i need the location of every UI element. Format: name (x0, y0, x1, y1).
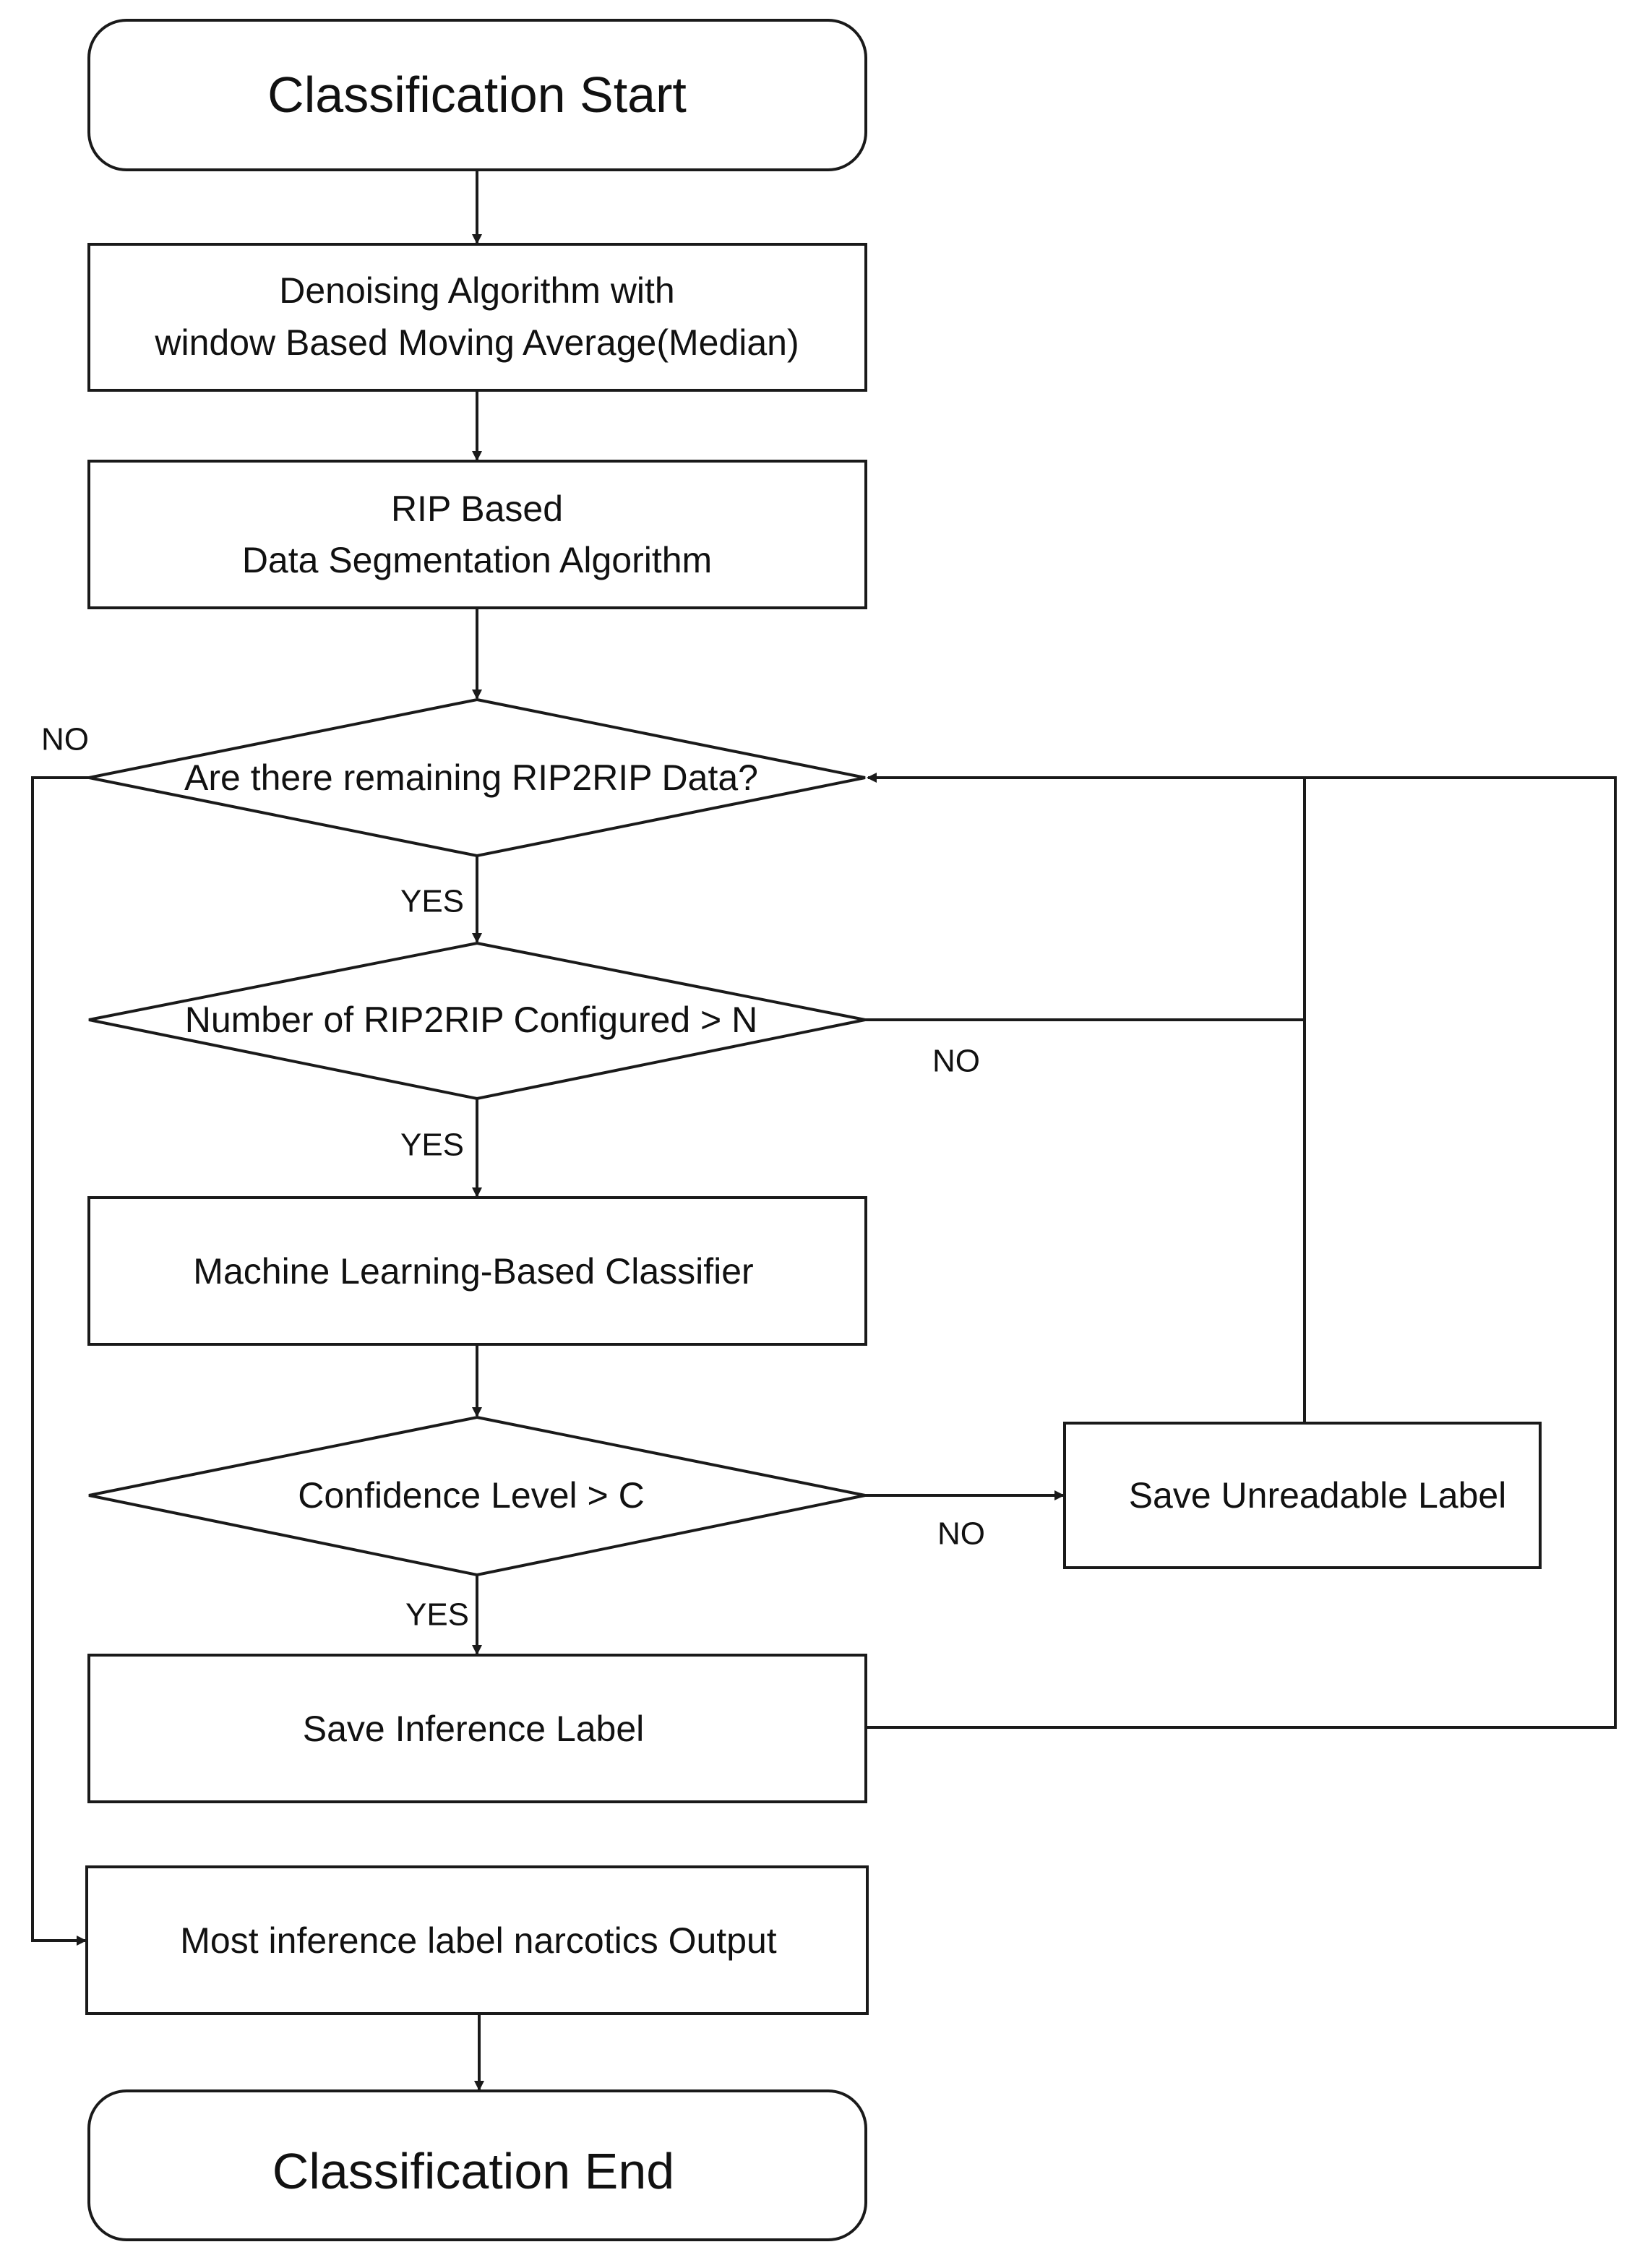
start-label: Classification Start (267, 66, 687, 123)
classifier-process: Machine Learning-Based Classifier (87, 1196, 867, 1346)
confidence-yes-label: YES (405, 1597, 469, 1633)
confidence-no-label: NO (937, 1516, 985, 1552)
count-no-label: NO (932, 1044, 980, 1079)
confidence-decision: Confidence Level > C (88, 1415, 866, 1577)
save-inference-process: Save Inference Label (87, 1654, 867, 1803)
confidence-label: Confidence Level > C (298, 1475, 644, 1516)
output-process: Most inference label narcotics Output (85, 1865, 869, 2015)
remaining-data-label: Are there remaining RIP2RIP Data? (184, 757, 758, 798)
count-yes-label: YES (400, 1127, 464, 1163)
end-node: Classification End (87, 2089, 867, 2241)
inference-loop-arrow (866, 773, 1617, 1729)
denoising-label-line-1: Denoising Algorithm with (279, 270, 675, 311)
end-label: Classification End (272, 2143, 674, 2199)
save-unreadable-label: Save Unreadable Label (1129, 1475, 1507, 1516)
count-no-loop-line (865, 778, 1306, 1021)
save-unreadable-process: Save Unreadable Label (1063, 1422, 1542, 1569)
configured-count-decision: Number of RIP2RIP Configured > N (88, 941, 866, 1101)
segmentation-label-line-1: RIP Based (391, 489, 563, 529)
configured-count-label: Number of RIP2RIP Configured > N (185, 1000, 758, 1040)
start-node: Classification Start (87, 19, 867, 171)
segmentation-label-line-2: Data Segmentation Algorithm (242, 540, 712, 580)
remaining-no-arrow (31, 776, 89, 1946)
remaining-yes-label: YES (400, 884, 464, 919)
classifier-label: Machine Learning-Based Classifier (193, 1251, 753, 1292)
segmentation-process: RIP Based Data Segmentation Algorithm (87, 460, 867, 609)
output-label: Most inference label narcotics Output (180, 1920, 777, 1961)
denoising-process: Denoising Algorithm with window Based Mo… (87, 243, 867, 392)
denoising-label-line-2: window Based Moving Average(Median) (154, 322, 799, 363)
remaining-no-label: NO (41, 722, 89, 757)
save-inference-label: Save Inference Label (303, 1709, 645, 1749)
remaining-data-decision: Are there remaining RIP2RIP Data? (88, 697, 866, 858)
